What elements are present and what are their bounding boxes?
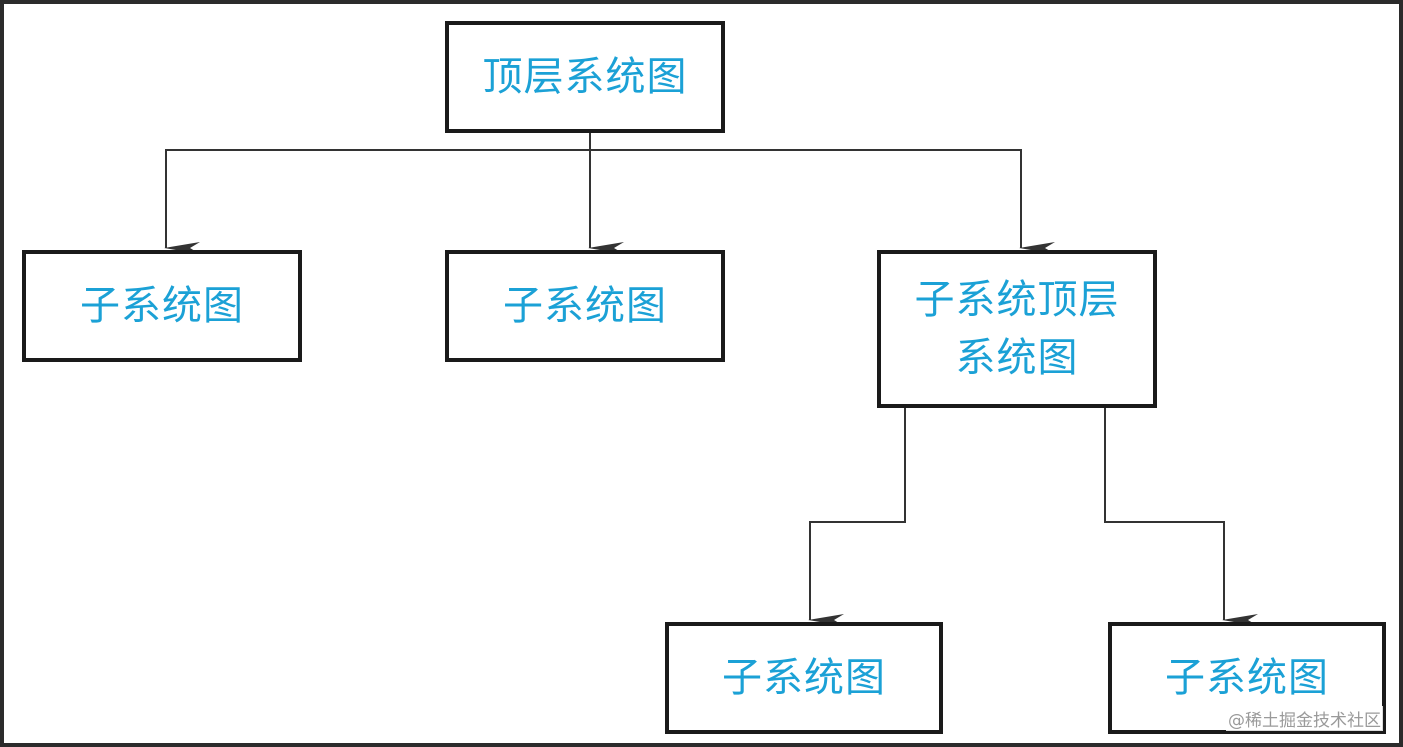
connector-layer (164, 133, 1258, 626)
edge-sub-top-to-sub-4 (1104, 408, 1258, 626)
node-subsystem-top: 子系统顶层系统图 (877, 250, 1157, 408)
edge-top-to-sub-top (590, 149, 1055, 254)
node-subsystem-1-label: 子系统图 (80, 283, 244, 329)
node-top-label: 顶层系统图 (482, 54, 688, 100)
node-subsystem-1: 子系统图 (22, 250, 302, 362)
node-subsystem-top-label: 子系统顶层系统图 (914, 277, 1120, 381)
node-subsystem-2: 子系统图 (445, 250, 725, 362)
edge-top-to-sub-1 (164, 133, 591, 254)
node-subsystem-2-label: 子系统图 (503, 283, 667, 329)
diagram-canvas: 顶层系统图 子系统图 子系统图 子系统顶层系统图 子系统图 子系统图 @稀土掘金… (4, 4, 1399, 743)
edge-sub-top-to-sub-3 (808, 408, 906, 626)
node-subsystem-3: 子系统图 (665, 622, 943, 734)
node-top-system: 顶层系统图 (445, 21, 725, 133)
watermark: @稀土掘金技术社区 (1226, 706, 1383, 731)
node-subsystem-4-label: 子系统图 (1165, 655, 1329, 701)
node-subsystem-3-label: 子系统图 (722, 655, 886, 701)
